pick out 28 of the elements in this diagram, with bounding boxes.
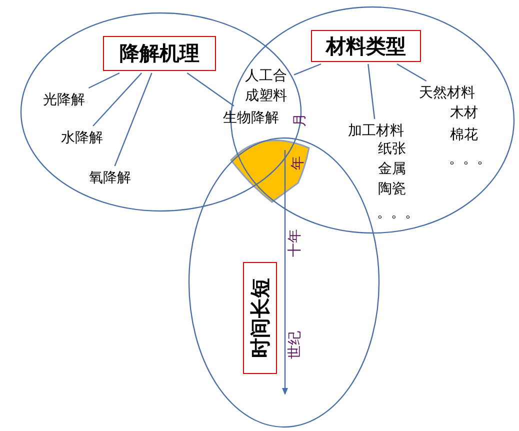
leader-line <box>368 64 376 120</box>
item-label: 棉花 <box>450 126 478 145</box>
category-label: 光降解 <box>40 90 88 110</box>
item-label: 。。。 <box>377 204 419 223</box>
time-scale-label: 年 <box>289 156 307 170</box>
time-scale-label: 月 <box>291 113 309 127</box>
time-scale-label: 世纪 <box>286 331 304 359</box>
leader-line <box>186 72 234 106</box>
category-label: 氧降解 <box>86 168 134 188</box>
leader-line <box>114 72 152 166</box>
leader-line <box>88 72 120 89</box>
category-label: 加工材料 <box>343 121 409 141</box>
leader-line <box>294 63 322 76</box>
item-label: 纸张 <box>378 140 406 159</box>
item-label: 木材 <box>450 104 478 123</box>
heading-box: 时间长短 <box>243 262 277 374</box>
item-label: 陶瓷 <box>378 180 406 199</box>
category-label: 水降解 <box>58 128 106 148</box>
leader-line <box>92 72 142 126</box>
item-label: 金属 <box>378 160 406 179</box>
item-label: 。。。 <box>449 150 491 169</box>
leader-line <box>396 63 427 82</box>
category-label: 天然材料 <box>414 83 480 103</box>
time-scale-label: 十年 <box>286 229 304 257</box>
heading-box: 材料类型 <box>311 30 421 62</box>
category-label: 人工合成塑料 <box>240 66 292 106</box>
ellipse-outline <box>188 137 380 428</box>
heading-box: 降解机理 <box>103 36 216 71</box>
